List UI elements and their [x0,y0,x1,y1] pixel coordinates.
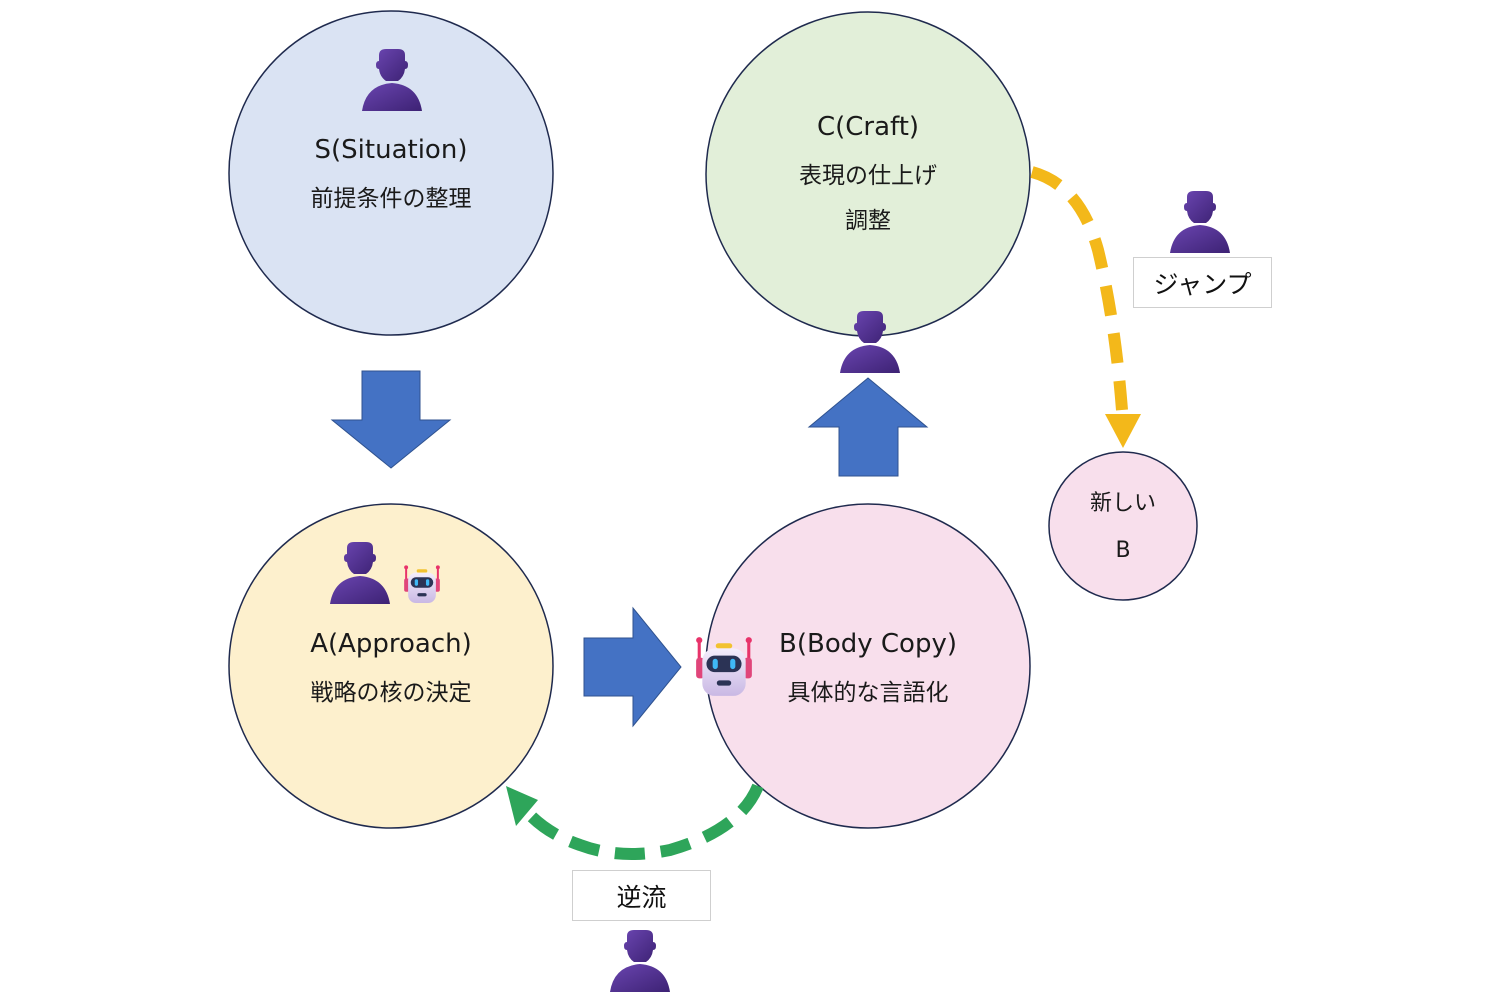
node-situation-title: S(Situation) [315,135,468,165]
reverse-arrow-head [506,786,538,826]
jump-arrow-line [1030,166,1128,411]
node-new-b[interactable]: 新しい B [1048,451,1198,601]
node-craft-subtitle: 表現の仕上げ [799,163,937,189]
person-icon [610,930,670,992]
node-approach-subtitle: 戦略の核の決定 [311,680,472,706]
node-craft[interactable]: C(Craft) 表現の仕上げ 調整 [705,11,1031,337]
node-approach[interactable]: A(Approach) 戦略の核の決定 [228,503,554,829]
arrow-up-b-to-c [807,377,929,477]
node-new-b-line1: 新しい [1090,491,1156,516]
node-situation-subtitle: 前提条件の整理 [311,186,472,212]
node-situation[interactable]: S(Situation) 前提条件の整理 [228,10,554,336]
reverse-flow-label: 逆流 [572,870,711,921]
jump-arrow-head [1105,414,1141,448]
node-craft-title: C(Craft) [817,112,919,142]
node-situation-circle [228,10,554,336]
node-approach-circle [228,503,554,829]
person-icon [1170,191,1230,253]
node-new-b-circle [1048,451,1198,601]
node-new-b-line2: B [1115,538,1130,563]
node-approach-title: A(Approach) [310,629,472,659]
node-craft-subtitle2: 調整 [845,208,891,234]
arrow-right-a-to-b [583,606,682,728]
jump-label: ジャンプ [1133,257,1272,308]
node-body-copy[interactable]: B(Body Copy) 具体的な言語化 [705,503,1031,829]
arrow-down-s-to-a [330,370,452,469]
node-body-copy-title: B(Body Copy) [779,629,957,659]
reverse-arrow-line [525,783,764,860]
node-body-copy-subtitle: 具体的な言語化 [788,680,949,706]
node-body-copy-circle [705,503,1031,829]
